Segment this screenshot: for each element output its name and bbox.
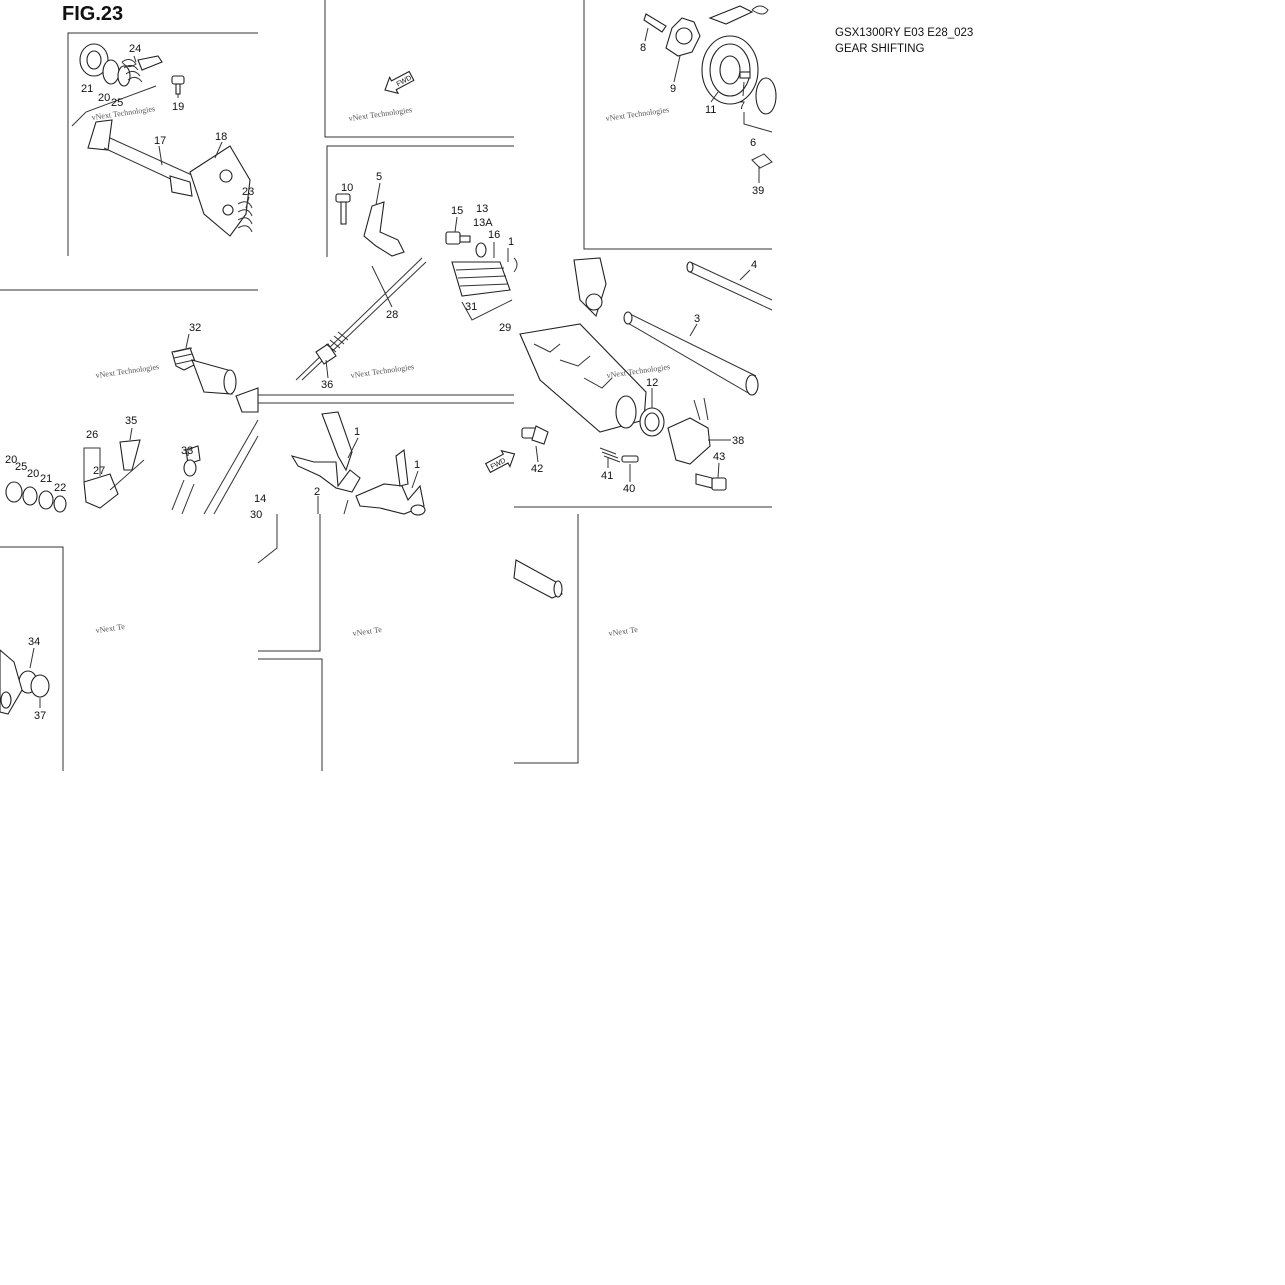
callout-36: 36	[321, 379, 333, 391]
callout-34: 34	[28, 636, 40, 648]
callout-43: 43	[713, 451, 725, 463]
callout-22: 22	[54, 482, 66, 494]
callout-21: 21	[81, 83, 93, 95]
svg-text:vNext Technologies: vNext Technologies	[95, 362, 160, 380]
lower-fork-group	[290, 411, 426, 516]
callout-1-top: 1	[508, 236, 514, 248]
callout-39: 39	[752, 185, 764, 197]
callout-32: 32	[189, 322, 201, 334]
callout-6: 6	[750, 137, 756, 149]
callout-25-lower: 25	[15, 461, 27, 473]
callout-9: 9	[670, 83, 676, 95]
callout-1-left: 1	[354, 426, 360, 438]
model-code: GSX1300RY E03 E28_023	[835, 27, 974, 39]
svg-text:vNext Technologies: vNext Technologies	[605, 105, 670, 123]
callout-27: 27	[93, 465, 105, 477]
svg-text:vNext Te: vNext Te	[608, 625, 639, 638]
callout-15: 15	[451, 205, 463, 217]
callout-38: 38	[732, 435, 744, 447]
callout-25: 25	[111, 97, 123, 109]
callout-10: 10	[341, 182, 353, 194]
callout-29: 29	[499, 322, 511, 334]
svg-text:FWD: FWD	[396, 75, 413, 89]
callout-40: 40	[623, 483, 635, 495]
callout-20-lower-b: 20	[27, 468, 39, 480]
svg-text:vNext Technologies: vNext Technologies	[348, 105, 413, 123]
fwd-arrow-upper: FWD	[384, 70, 415, 95]
callout-24: 24	[129, 43, 141, 55]
callout-30: 30	[250, 509, 262, 521]
callout-35: 35	[125, 415, 137, 427]
callout-13a: 13A	[473, 217, 493, 229]
gearshift-lever-group	[5, 347, 259, 515]
callout-28: 28	[386, 309, 398, 321]
svg-text:vNext Te: vNext Te	[352, 625, 383, 638]
callout-8: 8	[640, 42, 646, 54]
callout-19: 19	[172, 101, 184, 113]
callout-26: 26	[86, 429, 98, 441]
callout-17: 17	[154, 135, 166, 147]
callout-42: 42	[531, 463, 543, 475]
callout-12: 12	[646, 377, 658, 389]
callout-20-lower: 20	[5, 454, 17, 466]
figure-title: FIG.23	[62, 3, 124, 25]
figure-caption: GSX1300RY E03 E28_023 GEAR SHIFTING	[835, 25, 973, 57]
section-name: GEAR SHIFTING	[835, 43, 925, 55]
cam-plate-group	[643, 5, 777, 169]
shift-shaft-group	[71, 43, 253, 237]
shift-cam-group	[519, 257, 773, 491]
svg-text:FWD: FWD	[490, 457, 507, 471]
callout-21-lower: 21	[40, 473, 52, 485]
callout-4: 4	[751, 259, 757, 271]
shift-fork-group	[295, 193, 518, 381]
callout-13: 13	[476, 203, 488, 215]
callout-3: 3	[694, 313, 700, 325]
callout-37: 37	[34, 710, 46, 722]
fwd-arrow-lower: FWD	[484, 449, 516, 474]
leader-lines	[29, 27, 760, 708]
callout-11: 11	[705, 104, 716, 116]
tile-frames	[0, 0, 772, 771]
lower-parts	[0, 559, 563, 715]
callout-labels: 21 20 25 24 19 17 18 23 10 5 15 13 13A 1…	[5, 42, 764, 722]
callout-1-right: 1	[414, 459, 420, 471]
callout-16: 16	[488, 229, 500, 241]
callout-41: 41	[601, 470, 613, 482]
callout-31: 31	[465, 301, 477, 313]
svg-text:vNext Technologies: vNext Technologies	[350, 362, 415, 380]
callout-14: 14	[254, 493, 266, 505]
callout-7: 7	[739, 100, 745, 112]
svg-text:vNext Te: vNext Te	[95, 622, 126, 635]
callout-2: 2	[314, 486, 320, 498]
callout-18: 18	[215, 131, 227, 143]
callout-23: 23	[242, 186, 254, 198]
callout-5: 5	[376, 171, 382, 183]
callout-33: 33	[181, 445, 193, 457]
callout-20: 20	[98, 92, 110, 104]
